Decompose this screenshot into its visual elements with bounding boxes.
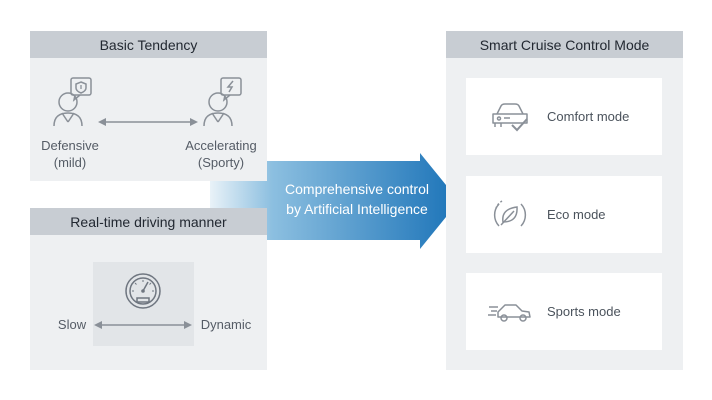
ai-control-caption-line1: Comprehensive control (285, 181, 429, 197)
defensive-label-line2: (mild) (53, 155, 87, 170)
dynamic-label: Dynamic (200, 317, 252, 332)
ai-control-caption: Comprehensive control by Artificial Inte… (270, 179, 444, 219)
fast-car-icon (488, 303, 531, 322)
defensive-label-line1: Defensive (41, 138, 99, 153)
defensive-driver-icon (53, 77, 92, 127)
car-check-icon (492, 102, 528, 131)
defensive-label: Defensive (mild) (30, 137, 110, 171)
smart-cruise-panel: Smart Cruise Control Mode Comfort mode (446, 31, 683, 370)
basic-tendency-panel: Basic Tendency (30, 31, 267, 181)
realtime-driving-title: Real-time driving manner (30, 208, 267, 235)
speedometer-icon (125, 273, 161, 309)
sports-mode-card: Sports mode (466, 273, 662, 350)
sports-mode-label: Sports mode (547, 304, 621, 319)
comfort-mode-card: Comfort mode (466, 78, 662, 155)
accelerating-label: Accelerating (Sporty) (176, 137, 266, 171)
leaf-icon (493, 199, 527, 227)
driving-manner-range-arrow (94, 321, 192, 329)
slow-label: Slow (57, 317, 87, 332)
eco-mode-card: Eco mode (466, 176, 662, 253)
accelerating-label-line1: Accelerating (185, 138, 257, 153)
tendency-range-arrow (98, 118, 198, 126)
eco-mode-label: Eco mode (547, 207, 606, 222)
smart-cruise-title: Smart Cruise Control Mode (446, 31, 683, 58)
basic-tendency-title: Basic Tendency (30, 31, 267, 58)
accelerating-label-line2: (Sporty) (197, 155, 245, 170)
accelerating-driver-icon (203, 77, 242, 127)
realtime-driving-panel: Real-time driving manner Slow (30, 208, 267, 370)
ai-control-caption-line2: by Artificial Intelligence (286, 201, 428, 217)
comfort-mode-label: Comfort mode (547, 109, 630, 124)
